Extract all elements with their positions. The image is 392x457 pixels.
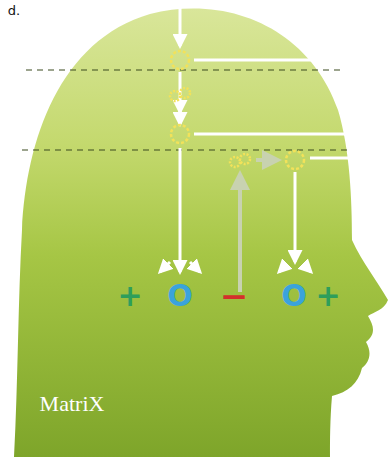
dashed-divider xyxy=(22,149,352,150)
plus-symbol: + xyxy=(117,281,142,311)
corner-text: d. xyxy=(8,4,20,17)
feedback-arrows xyxy=(240,160,278,292)
logo-text: MatriX xyxy=(40,393,105,415)
gear-symbols xyxy=(170,51,304,169)
flow-arrows xyxy=(160,0,386,272)
zero-symbol: O xyxy=(281,281,307,311)
zero-symbol: O xyxy=(167,281,193,311)
head-silhouette xyxy=(14,9,388,457)
plus-symbol: + xyxy=(315,281,340,311)
minus-symbol: − xyxy=(220,279,249,313)
